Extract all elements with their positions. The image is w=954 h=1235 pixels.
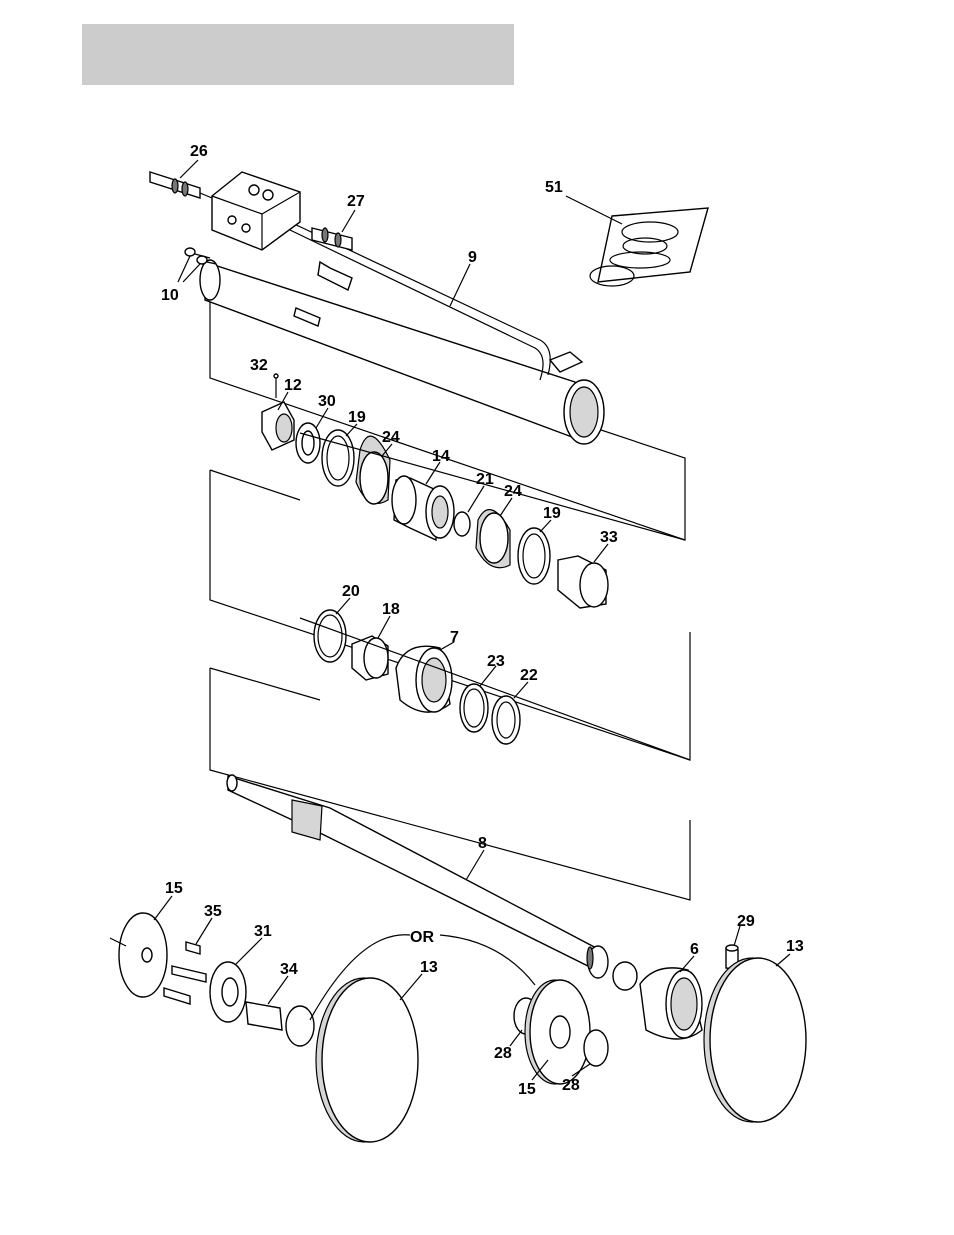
- callout-20: 20: [342, 583, 360, 600]
- callout-34: 34: [280, 961, 298, 978]
- barrel-part-9: [200, 222, 604, 444]
- manifold-block: [212, 172, 300, 250]
- callout-15a: 15: [165, 880, 183, 897]
- callout-9: 9: [468, 249, 477, 266]
- callout-21: 21: [476, 471, 494, 488]
- ring-part-19a: [322, 430, 354, 486]
- callout-28a: 28: [494, 1045, 512, 1062]
- collar-part-6: [640, 968, 702, 1039]
- callout-33: 33: [600, 529, 618, 546]
- oring-part-21: [454, 512, 470, 536]
- callout-13b: 13: [786, 938, 804, 955]
- snapring-part-28b: [584, 1030, 608, 1066]
- fitting-part-27: [312, 228, 352, 250]
- footplate-part-13a: [316, 978, 418, 1142]
- callout-19b: 19: [543, 505, 561, 522]
- piston-part-14: [392, 476, 454, 540]
- callout-19a: 19: [348, 409, 366, 426]
- flange-part-31: [210, 962, 246, 1022]
- ring-part-19b: [518, 528, 550, 584]
- callout-or: OR: [410, 929, 434, 946]
- callout-7: 7: [450, 629, 459, 646]
- wiper-part-22: [492, 696, 520, 744]
- washer-part-30: [296, 423, 320, 463]
- callout-14: 14: [432, 448, 450, 465]
- callout-22: 22: [520, 667, 538, 684]
- callout-23: 23: [487, 653, 505, 670]
- plate-part-15a: [110, 913, 167, 997]
- callout-10: 10: [161, 287, 179, 304]
- bushing-part-18: [352, 636, 388, 680]
- callout-15b: 15: [518, 1081, 536, 1098]
- sleeve-part-33: [558, 556, 608, 608]
- callout-13a: 13: [420, 959, 438, 976]
- plate-part-15b: [525, 980, 590, 1084]
- callout-30: 30: [318, 393, 336, 410]
- callout-18: 18: [382, 601, 400, 618]
- callout-27: 27: [347, 193, 365, 210]
- callout-32: 32: [250, 357, 268, 374]
- seal-part-24b: [476, 510, 510, 568]
- callout-26: 26: [190, 143, 208, 160]
- fitting-part-26: [150, 172, 212, 198]
- callout-24b: 24: [504, 483, 522, 500]
- callout-8: 8: [478, 835, 487, 852]
- bolts-part-35: [164, 942, 206, 1004]
- pin-part-32: [274, 374, 278, 398]
- stud-part-34: [246, 1002, 314, 1046]
- ring-part-20: [314, 610, 346, 662]
- callout-28b: 28: [562, 1077, 580, 1094]
- ring-part-23: [460, 684, 488, 732]
- rod-part-8: [227, 775, 637, 990]
- callout-51: 51: [545, 179, 563, 196]
- footplate-part-13b: [704, 958, 806, 1122]
- callout-35: 35: [204, 903, 222, 920]
- callout-6: 6: [690, 941, 699, 958]
- seal-kit-part-51: [590, 208, 708, 286]
- callout-24a: 24: [382, 429, 400, 446]
- callout-29: 29: [737, 913, 755, 930]
- callout-31: 31: [254, 923, 272, 940]
- seal-part-24a: [356, 436, 390, 504]
- callout-12: 12: [284, 377, 302, 394]
